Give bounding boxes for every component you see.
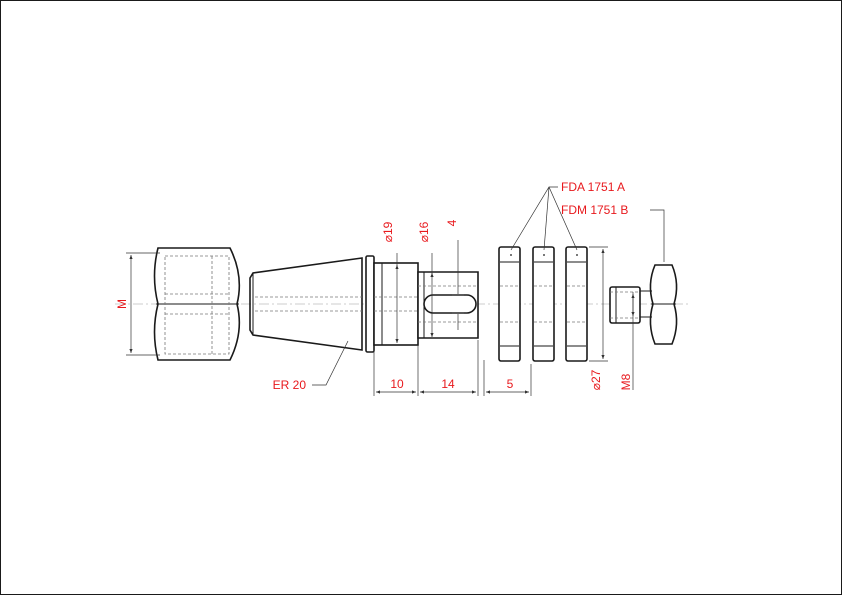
label-dia-16: ⌀16 — [417, 221, 431, 242]
leader-collet — [312, 340, 349, 386]
label-screw-thread: M8 — [619, 373, 633, 390]
dim-thread-m — [126, 252, 160, 356]
label-part-b: FDM 1751 B — [561, 203, 628, 217]
label-len-5: 5 — [507, 377, 514, 391]
label-len-10: 10 — [390, 377, 404, 391]
label-thread-m: M — [115, 299, 129, 309]
screw-shank — [609, 286, 641, 324]
dim-lengths — [373, 340, 532, 396]
dim-dia-27 — [589, 246, 608, 362]
clamping-nut — [153, 247, 241, 361]
arbor — [365, 255, 479, 353]
cutter-disc-2 — [532, 246, 555, 362]
screw-head — [640, 264, 678, 345]
label-part-a: FDA 1751 A — [561, 180, 625, 194]
collet — [249, 257, 363, 351]
label-dia-27: ⌀27 — [589, 369, 603, 390]
label-len-14: 14 — [441, 377, 455, 391]
label-dia-19: ⌀19 — [381, 221, 395, 242]
label-key-width: 4 — [445, 219, 459, 226]
cutter-disc-1 — [498, 246, 521, 362]
leader-part-a — [510, 186, 578, 251]
label-collet: ER 20 — [273, 378, 307, 392]
cutter-disc-3 — [565, 246, 588, 362]
dim-key-width — [452, 240, 464, 330]
leader-part-b — [650, 209, 665, 262]
